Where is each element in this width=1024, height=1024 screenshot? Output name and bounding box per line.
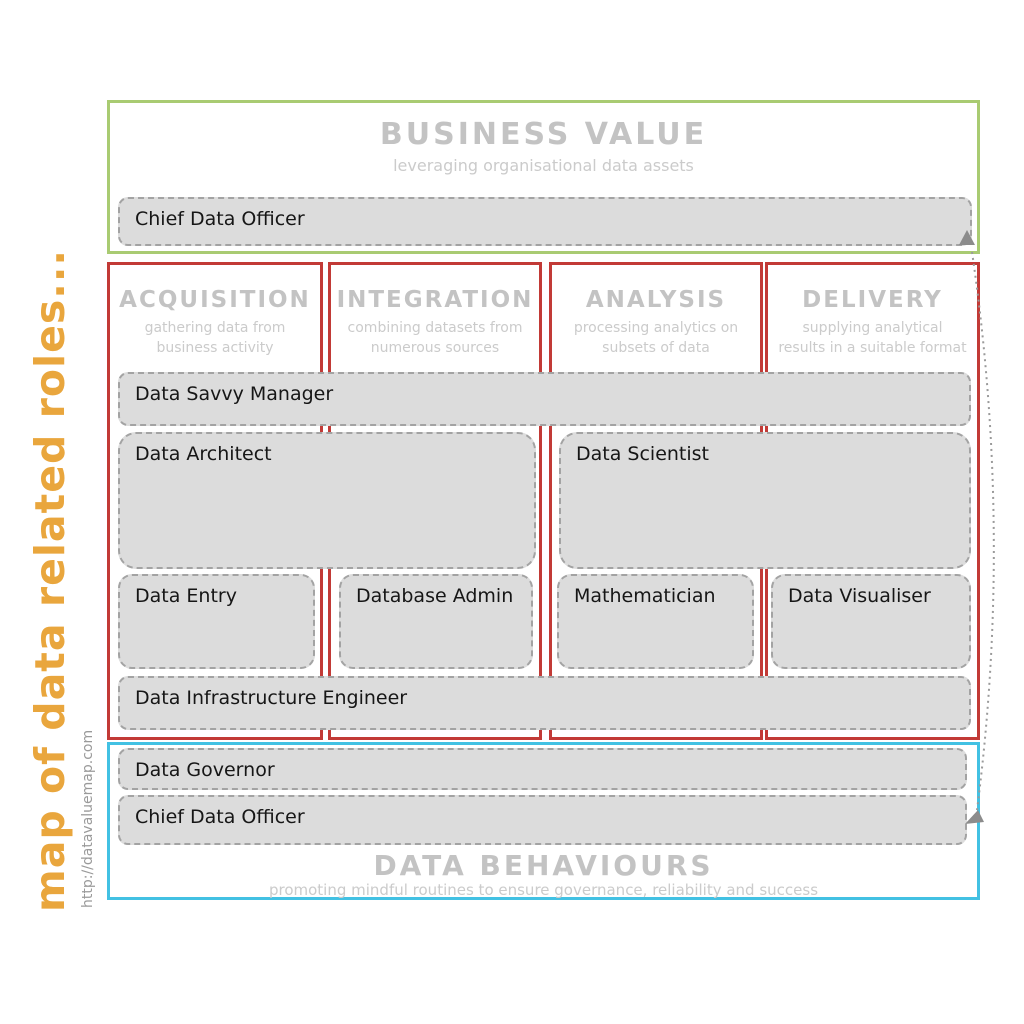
column-analysis-title: ANALYSIS	[585, 287, 727, 313]
data-behaviours-title: DATA BEHAVIOURS	[373, 849, 714, 882]
data-behaviours-subtitle: promoting mindful routines to ensure gov…	[268, 881, 819, 899]
column-acquisition-subtitle: gathering data from business activity	[144, 320, 286, 356]
role-data-visualiser: Data Visualiser	[771, 574, 971, 669]
role-data-savvy-manager: Data Savvy Manager	[118, 372, 971, 426]
role-data-infrastructure-engineer: Data Infrastructure Engineer	[118, 676, 971, 730]
business-value-subtitle: leveraging organisational data assets	[393, 156, 694, 175]
column-integration-subtitle: combining datasets from numerous sources	[347, 320, 523, 356]
role-database-admin: Database Admin	[339, 574, 533, 669]
role-data-scientist: Data Scientist	[559, 432, 971, 569]
role-data-governor: Data Governor	[118, 748, 967, 790]
column-delivery-subtitle: supplying analytical results in a suitab…	[778, 320, 967, 356]
business-value-title: BUSINESS VALUE	[379, 117, 708, 152]
role-chief-data-officer-bottom: Chief Data Officer	[118, 795, 967, 845]
business-value-section: BUSINESS VALUE leveraging organisational…	[107, 100, 980, 254]
role-mathematician: Mathematician	[557, 574, 754, 669]
role-data-entry: Data Entry	[118, 574, 315, 669]
column-acquisition-title: ACQUISITION	[119, 287, 311, 313]
data-behaviours-section: DATA BEHAVIOURS promoting mindful routin…	[107, 742, 980, 900]
site-url: http://datavaluemap.com	[80, 729, 96, 908]
column-analysis-subtitle: processing analytics on subsets of data	[573, 320, 739, 356]
map-title: map of data related roles...	[26, 249, 74, 912]
column-delivery-title: DELIVERY	[802, 287, 943, 313]
column-integration-title: INTEGRATION	[336, 287, 534, 313]
role-chief-data-officer-top: Chief Data Officer	[118, 197, 972, 246]
role-data-architect: Data Architect	[118, 432, 536, 569]
